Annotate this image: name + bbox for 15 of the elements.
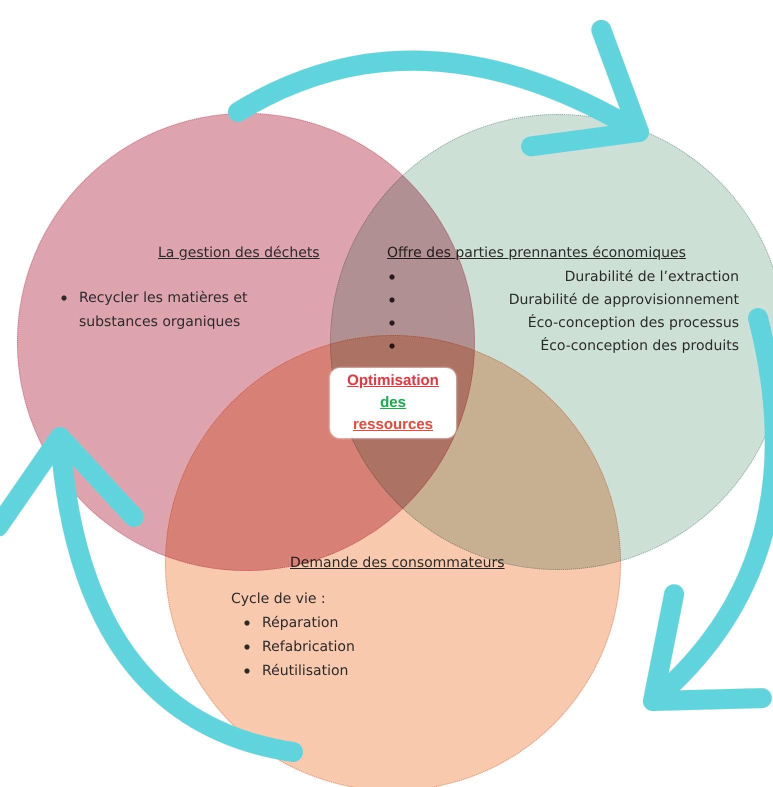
bullet-item: Réutilisation [262, 662, 348, 681]
bullet-item: Éco-conception des produits [540, 336, 739, 356]
center-label: Optimisation des ressources [330, 368, 456, 438]
list-label: Cycle de vie : [231, 590, 326, 609]
cycle-arrow [643, 308, 773, 711]
bullet-item: Réparation [262, 614, 338, 633]
cycle-arrow [0, 427, 303, 762]
section-heading: Offre des parties prennantes économiques [387, 244, 686, 263]
bullet-item: Refabrication [262, 638, 355, 657]
bullet-item: Durabilité de approvisionnement [508, 291, 739, 310]
bullet-item: Recycler les matières et substances organiques [79, 289, 248, 332]
section-heading: La gestion des déchets [158, 244, 320, 263]
section-heading: Demande des consommateurs [290, 554, 505, 573]
bullet-item: Durabilité de l’extraction [564, 268, 739, 287]
bullet-item: Éco-conception des processus [528, 313, 739, 333]
